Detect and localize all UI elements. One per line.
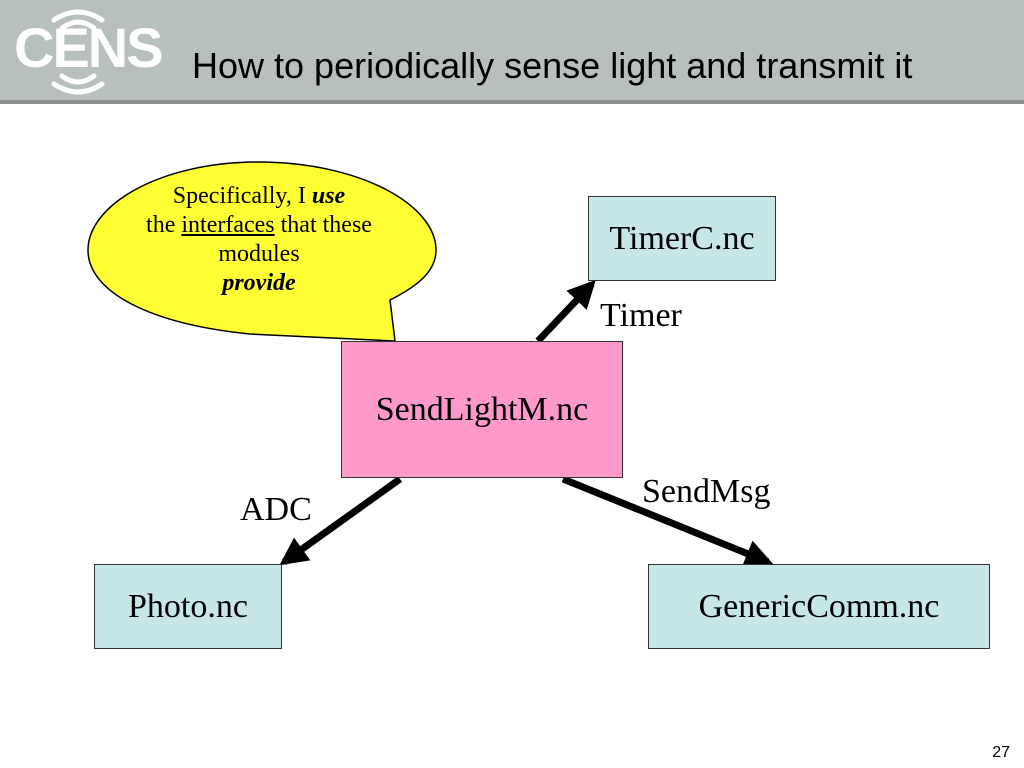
logo-text: CENS <box>14 16 164 79</box>
module-genericcomm: GenericComm.nc <box>648 564 990 649</box>
callout-bubble <box>87 161 437 342</box>
module-sendlightm: SendLightM.nc <box>341 341 623 478</box>
interface-label-timer: Timer <box>600 297 682 334</box>
interface-label-sendmsg: SendMsg <box>642 473 771 510</box>
cens-logo <box>51 9 105 95</box>
slide-number: 27 <box>992 744 1010 761</box>
callout-text-part3: that these modules <box>218 212 372 267</box>
interface-arrows <box>279 279 774 567</box>
slide-title: How to periodically sense light and tran… <box>192 45 913 86</box>
callout-provide: provide <box>222 270 296 296</box>
callout-text-part1: Specifically, I <box>172 183 312 209</box>
module-timerc: TimerC.nc <box>588 196 776 281</box>
callout-interfaces: interfaces <box>181 212 275 238</box>
arrow-timer <box>535 279 596 344</box>
arrow-adc <box>279 476 403 566</box>
callout-text-part2: the <box>146 212 182 238</box>
module-photo: Photo.nc <box>94 564 282 649</box>
arrow-sendmsg <box>561 475 774 567</box>
interface-label-adc: ADC <box>240 491 312 528</box>
callout-use: use <box>311 183 346 209</box>
callout-text: Specifically, I use the interfaces that … <box>128 182 390 298</box>
slide-header: CENS How to periodically sense light and… <box>0 0 1024 104</box>
signal-waves-icon <box>51 9 105 95</box>
